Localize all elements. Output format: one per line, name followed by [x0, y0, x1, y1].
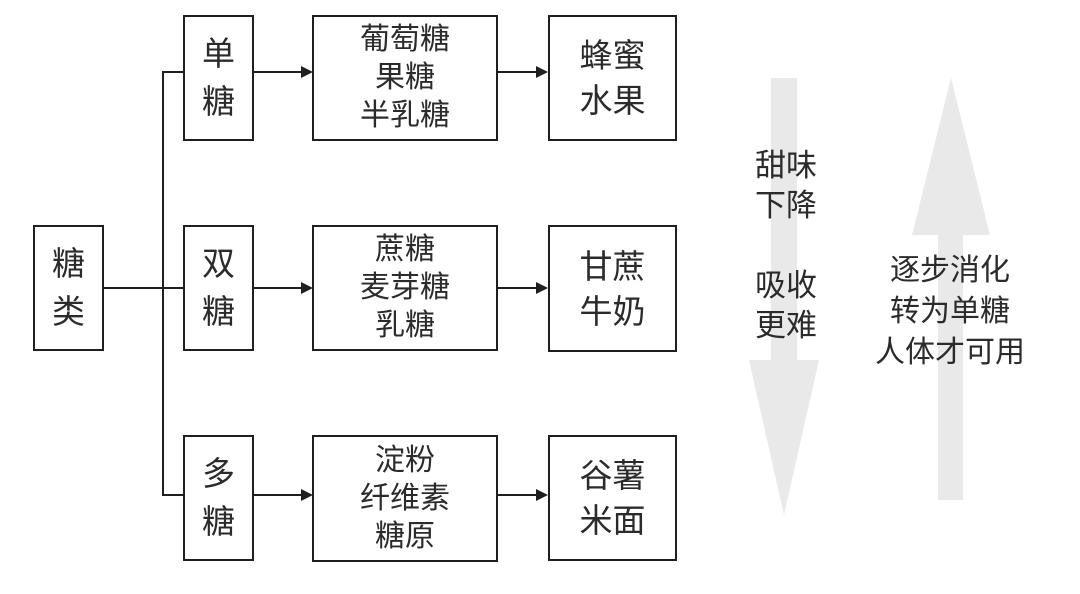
- connector-branch-trunk: [162, 71, 164, 496]
- connector-root-line: [104, 287, 183, 289]
- down-arrow-head: [749, 360, 819, 515]
- polysaccharide-examples-box: 淀粉 纤维素 糖原: [312, 435, 498, 562]
- disaccharide-box: 双 糖: [183, 225, 254, 351]
- sweetness-absorption-note: 甜味 下降 吸收 更难: [755, 148, 817, 343]
- monosaccharide-box: 单 糖: [183, 15, 254, 141]
- arrowhead-right-icon: [536, 489, 548, 501]
- polysaccharide-sources-box: 谷薯 米面: [548, 435, 677, 561]
- connector-branch-top: [162, 71, 183, 73]
- disaccharide-sources-box: 甘蔗 牛奶: [548, 225, 677, 352]
- arrowhead-right-icon: [301, 489, 313, 501]
- sugar-class-box: 糖 类: [33, 225, 104, 351]
- arrow-line-di-examples-to-sources: [498, 287, 536, 289]
- arrowhead-right-icon: [536, 66, 548, 78]
- digestion-conversion-note: 逐步消化 转为单糖 人体才可用: [875, 254, 1025, 369]
- polysaccharide-box: 多 糖: [183, 435, 254, 561]
- disaccharide-examples-box: 蔗糖 麦芽糖 乳糖: [312, 225, 498, 351]
- arrow-line-poly-to-examples: [254, 494, 301, 496]
- arrowhead-right-icon: [301, 282, 313, 294]
- arrow-line-mono-examples-to-sources: [498, 71, 536, 73]
- down-arrow-shaft: [771, 78, 797, 361]
- arrowhead-right-icon: [301, 66, 313, 78]
- arrow-line-di-to-examples: [254, 287, 301, 289]
- arrowhead-right-icon: [536, 282, 548, 294]
- up-arrow-shaft: [938, 234, 963, 500]
- arrow-line-mono-to-examples: [254, 71, 301, 73]
- connector-branch-bottom: [162, 494, 183, 496]
- monosaccharide-sources-box: 蜂蜜 水果: [548, 15, 677, 141]
- arrow-line-poly-examples-to-sources: [498, 494, 536, 496]
- up-arrow-head: [912, 78, 990, 235]
- monosaccharide-examples-box: 葡萄糖 果糖 半乳糖: [312, 15, 498, 141]
